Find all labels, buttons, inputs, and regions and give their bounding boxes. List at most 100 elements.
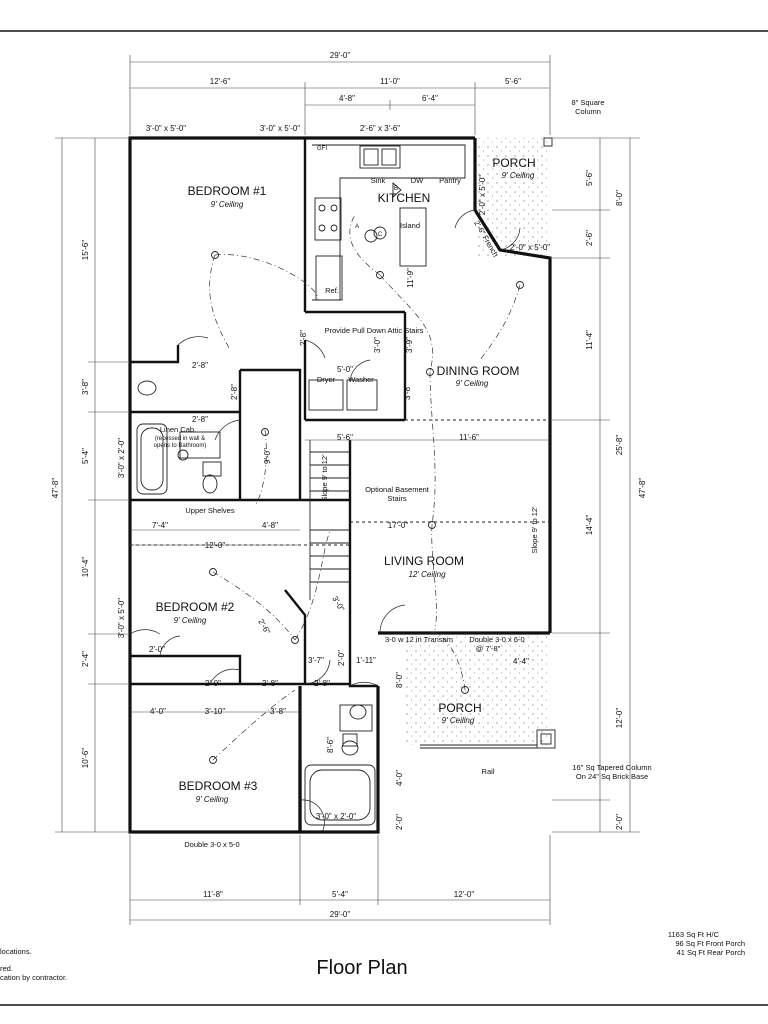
rear-porch-ceiling: 9' Ceiling — [502, 171, 535, 180]
hall-slope-label: Slope 9' to 12' — [320, 454, 329, 502]
washer-label: Washer — [348, 375, 374, 384]
plan-title: Floor Plan — [316, 957, 407, 979]
linen-cabinet-label: Linen Cab. — [160, 425, 196, 434]
dim-i-3-8: 3'-8" — [403, 384, 412, 400]
dim-i-3-9: 3'-9" — [405, 337, 414, 353]
dim-i-3-0c: 3'-0" — [330, 595, 346, 613]
dim-i-2-8d: 2'-8" — [192, 415, 208, 424]
dim-right-c: 2'-6" — [585, 230, 594, 246]
rear-porch-hatch — [475, 138, 550, 258]
door-swings — [129, 209, 521, 833]
dim-left-a: 15'-6" — [81, 240, 90, 261]
dim-right-a: 5'-6" — [585, 170, 594, 186]
dim-i-2-6: 2'-6" — [256, 618, 272, 636]
dim-i-2-0b: 2'-0" — [205, 679, 221, 688]
front-door-line1: Double 3-0 x 6-0 — [469, 635, 524, 644]
living-slope-label: Slope 9' to 12' — [530, 506, 539, 554]
dim-bottom-b: 5'-4" — [332, 890, 348, 899]
front-column-line1: 16" Sq Tapered Column — [572, 763, 651, 772]
front-column-line2: On 24" Sq Brick Base — [576, 772, 648, 781]
light-fixtures — [177, 226, 524, 764]
tag-a: A — [355, 224, 359, 230]
dim-right-f: 14'-4" — [585, 515, 594, 536]
bedroom1-name: BEDROOM #1 — [188, 184, 267, 198]
dim-i-2-8e: 2'-8" — [262, 679, 278, 688]
dim-i-3-7: 3'-7" — [308, 656, 324, 665]
dim-right-e: 25'-8" — [615, 435, 624, 456]
dim-left-f: 10'-6" — [81, 748, 90, 769]
dim-i-8-6: 8'-6" — [326, 737, 335, 753]
attic-stairs-label: Provide Pull Down Attic Stairs — [325, 326, 424, 335]
dim-right-d: 11'-4" — [585, 330, 594, 350]
dim-i-12-0: 12'-0" — [205, 541, 226, 550]
front-door-line2: @ 7'-8" — [476, 644, 501, 653]
dim-right-h: 2'-0" — [615, 814, 624, 830]
tag-b: B — [394, 186, 398, 192]
island-label: Island — [400, 221, 420, 230]
upper-shelves-label: Upper Shelves — [185, 506, 234, 515]
linen-note-line1: (recessed in wall & — [155, 436, 205, 442]
dim-top-b: 11'-0" — [380, 77, 400, 86]
dim-i-2-8f: 2'-8" — [314, 679, 330, 688]
kitchen-tag-b-shape — [392, 182, 402, 198]
dim-i-8-0: 8'-0" — [395, 672, 404, 688]
dim-i-5-0: 5'-0" — [337, 365, 353, 374]
dim-window-kitchen: 2'-6" x 3'-6" — [360, 124, 400, 133]
gfi-label: GFI — [317, 146, 327, 152]
dim-top-e: 6'-4" — [422, 94, 438, 103]
dim-bottom-c: 12'-0" — [454, 890, 475, 899]
dim-i-11-9: 11'-9" — [406, 268, 415, 288]
note-line2: red. — [0, 964, 13, 973]
dim-window-bath2: 3'-0" x 2'-0" — [316, 812, 356, 821]
exterior-walls — [128, 136, 552, 834]
dim-window-bed1-a: 3'-0" x 5'-0" — [146, 124, 186, 133]
stat-front-porch: 96 Sq Ft Front Porch — [675, 939, 745, 948]
bedroom3-ceiling: 9' Ceiling — [196, 795, 229, 804]
linen-note-line2: opens to Bathroom) — [154, 443, 207, 449]
dim-window-bed1-b: 3'-0" x 5'-0" — [260, 124, 300, 133]
dim-top-a: 12'-6" — [210, 77, 231, 86]
dishwasher-label: DW — [411, 176, 424, 185]
dim-i-3-8b: 3'-8" — [270, 707, 286, 716]
kitchen-name: KITCHEN — [378, 191, 431, 205]
dim-left-e: 2'-4" — [81, 651, 90, 667]
dim-window-porch-b: 2'-0" x 5'-0" — [510, 243, 550, 252]
sink-label: Sink — [371, 176, 386, 185]
dining-ceiling: 9' Ceiling — [456, 379, 489, 388]
dim-bottom-a: 11'-8" — [203, 890, 223, 899]
living-ceiling: 12' Ceiling — [408, 570, 446, 579]
electrical-circuits — [209, 214, 521, 761]
dim-i-4-0a: 4'-0" — [150, 707, 166, 716]
dim-window-bed2: 3'-0" x 5'-0" — [117, 598, 126, 638]
pantry-label: Pantry — [439, 176, 461, 185]
refrigerator-label: Ref. — [325, 286, 339, 295]
living-name: LIVING ROOM — [384, 554, 464, 568]
dim-window-bath: 3'-0" x 2'-0" — [117, 438, 126, 478]
dim-right-b: 8'-0" — [615, 190, 624, 206]
stat-heated-area: 1163 Sq Ft H/C — [668, 930, 720, 939]
dim-i-4-0b: 4'-0" — [395, 770, 404, 786]
rail-label: Rail — [482, 767, 495, 776]
dim-right-g: 12'-0" — [615, 708, 624, 729]
dim-i-2-0a: 2'-0" — [149, 645, 165, 654]
transom-label: 3-0 w 12 in Transom — [385, 635, 453, 644]
dim-left-c: 5'-4" — [81, 448, 90, 464]
dim-i-3-10: 3'-10" — [205, 707, 226, 716]
bedroom3-window-label: Double 3-0 x 5-0 — [184, 840, 239, 849]
dim-left-b: 3'-8" — [81, 379, 90, 395]
note-line3: cation by contractor. — [0, 973, 67, 982]
basement-stairs-line2: Stairs — [387, 494, 406, 503]
tag-c: C — [378, 232, 383, 238]
front-porch-hatch — [405, 633, 550, 745]
dim-i-4-4: 4'-4" — [513, 657, 529, 666]
front-porch-ceiling: 9' Ceiling — [442, 716, 475, 725]
dining-name: DINING ROOM — [437, 364, 520, 378]
dim-i-1-11: 1'-11" — [356, 656, 376, 665]
dim-left-d: 10'-4" — [81, 557, 90, 578]
dim-i-9-0: 9'-0" — [263, 448, 272, 464]
dim-left-total: 47'-8" — [51, 478, 60, 499]
dim-top-total: 29'-0" — [330, 51, 351, 60]
bedroom3-name: BEDROOM #3 — [179, 779, 258, 793]
dim-right-total: 47'-8" — [638, 478, 647, 499]
